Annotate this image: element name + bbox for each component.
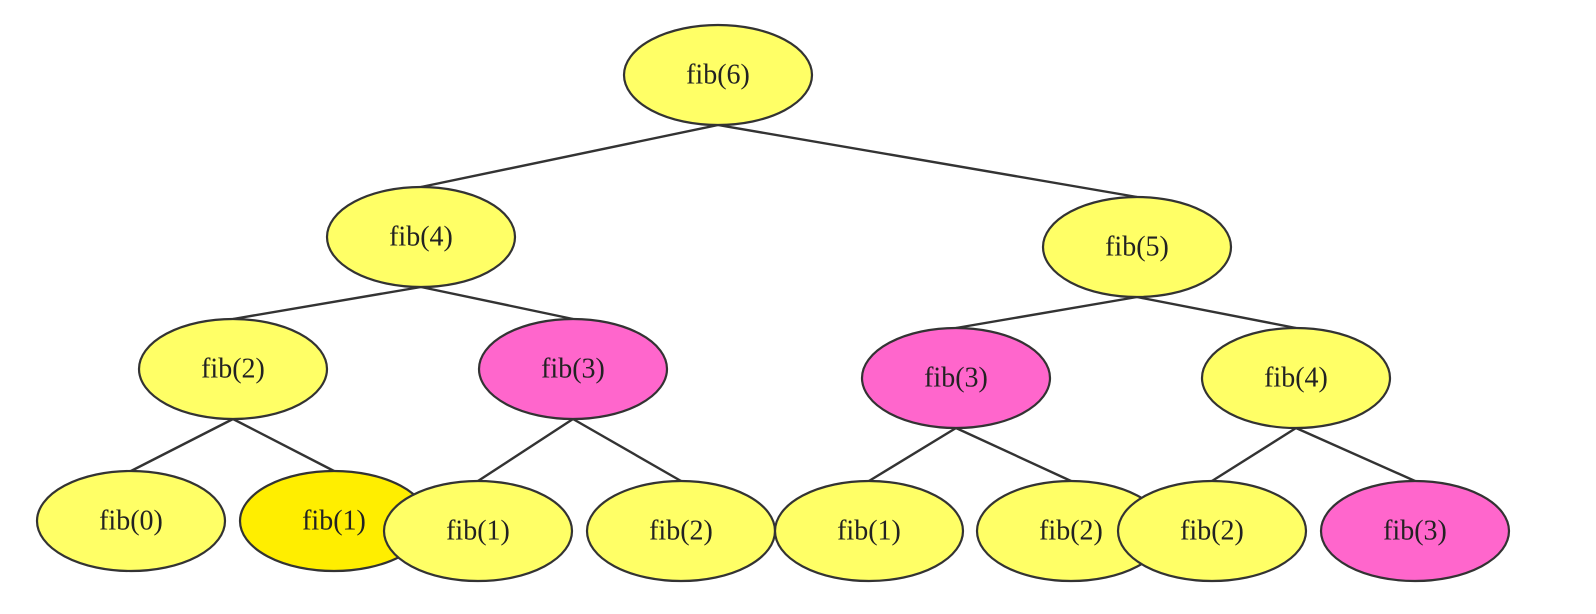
edge-n5-n4b: [1136, 295, 1297, 330]
node-label: fib(1): [837, 516, 901, 547]
edge-n3a-n1b: [477, 417, 574, 483]
tree-node-n3b: fib(3): [860, 326, 1052, 430]
tree-node-n5: fib(5): [1041, 195, 1233, 299]
node-ellipse: [1319, 479, 1511, 583]
node-label: fib(0): [99, 506, 163, 537]
node-label: fib(4): [1264, 363, 1328, 394]
node-ellipse: [325, 185, 517, 289]
tree-node-n4a: fib(4): [325, 185, 517, 289]
node-label: fib(2): [1039, 516, 1103, 547]
node-ellipse: [137, 317, 329, 421]
edge-n3a-n2b: [572, 417, 682, 483]
edges-layer: [130, 123, 1416, 483]
node-label: fib(5): [1105, 232, 1169, 263]
edge-n3b-n2c: [955, 426, 1072, 483]
node-ellipse: [35, 469, 227, 573]
node-ellipse: [773, 479, 965, 583]
edge-n2a-n1a: [232, 417, 335, 473]
tree-node-n4b: fib(4): [1200, 326, 1392, 430]
node-label: fib(2): [649, 516, 713, 547]
edge-n4b-n2d: [1211, 426, 1297, 483]
edge-n4b-n3c: [1295, 426, 1416, 483]
nodes-layer: fib(6) fib(4) fib(5) fib(2) fib(3) fib(3) fib(…: [35, 23, 1511, 583]
node-ellipse: [860, 326, 1052, 430]
tree-node-n1c: fib(1): [773, 479, 965, 583]
node-label: fib(1): [446, 516, 510, 547]
node-label: fib(2): [1180, 516, 1244, 547]
tree-node-n6: fib(6): [622, 23, 814, 127]
node-label: fib(6): [686, 60, 750, 91]
node-ellipse: [1200, 326, 1392, 430]
node-ellipse: [382, 479, 574, 583]
edge-n4a-n2a: [232, 285, 422, 321]
node-ellipse: [622, 23, 814, 127]
node-label: fib(3): [924, 363, 988, 394]
tree-node-n2d: fib(2): [1116, 479, 1308, 583]
node-label: fib(4): [389, 222, 453, 253]
tree-node-n2b: fib(2): [585, 479, 777, 583]
edge-n4a-n3a: [420, 285, 574, 321]
node-ellipse: [1041, 195, 1233, 299]
node-label: fib(3): [1383, 516, 1447, 547]
node-ellipse: [477, 317, 669, 421]
node-label: fib(1): [302, 506, 366, 537]
edge-n6-n4a: [420, 123, 719, 189]
edge-n5-n3b: [955, 295, 1138, 330]
edge-n6-n5: [717, 123, 1138, 199]
edge-n2a-n0: [130, 417, 234, 473]
tree-node-n2a: fib(2): [137, 317, 329, 421]
tree-node-n3a: fib(3): [477, 317, 669, 421]
node-label: fib(2): [201, 354, 265, 385]
tree-node-n3c: fib(3): [1319, 479, 1511, 583]
node-label: fib(3): [541, 354, 605, 385]
tree-node-n1b: fib(1): [382, 479, 574, 583]
tree-node-n0: fib(0): [35, 469, 227, 573]
edge-n3b-n1c: [868, 426, 957, 483]
node-ellipse: [1116, 479, 1308, 583]
